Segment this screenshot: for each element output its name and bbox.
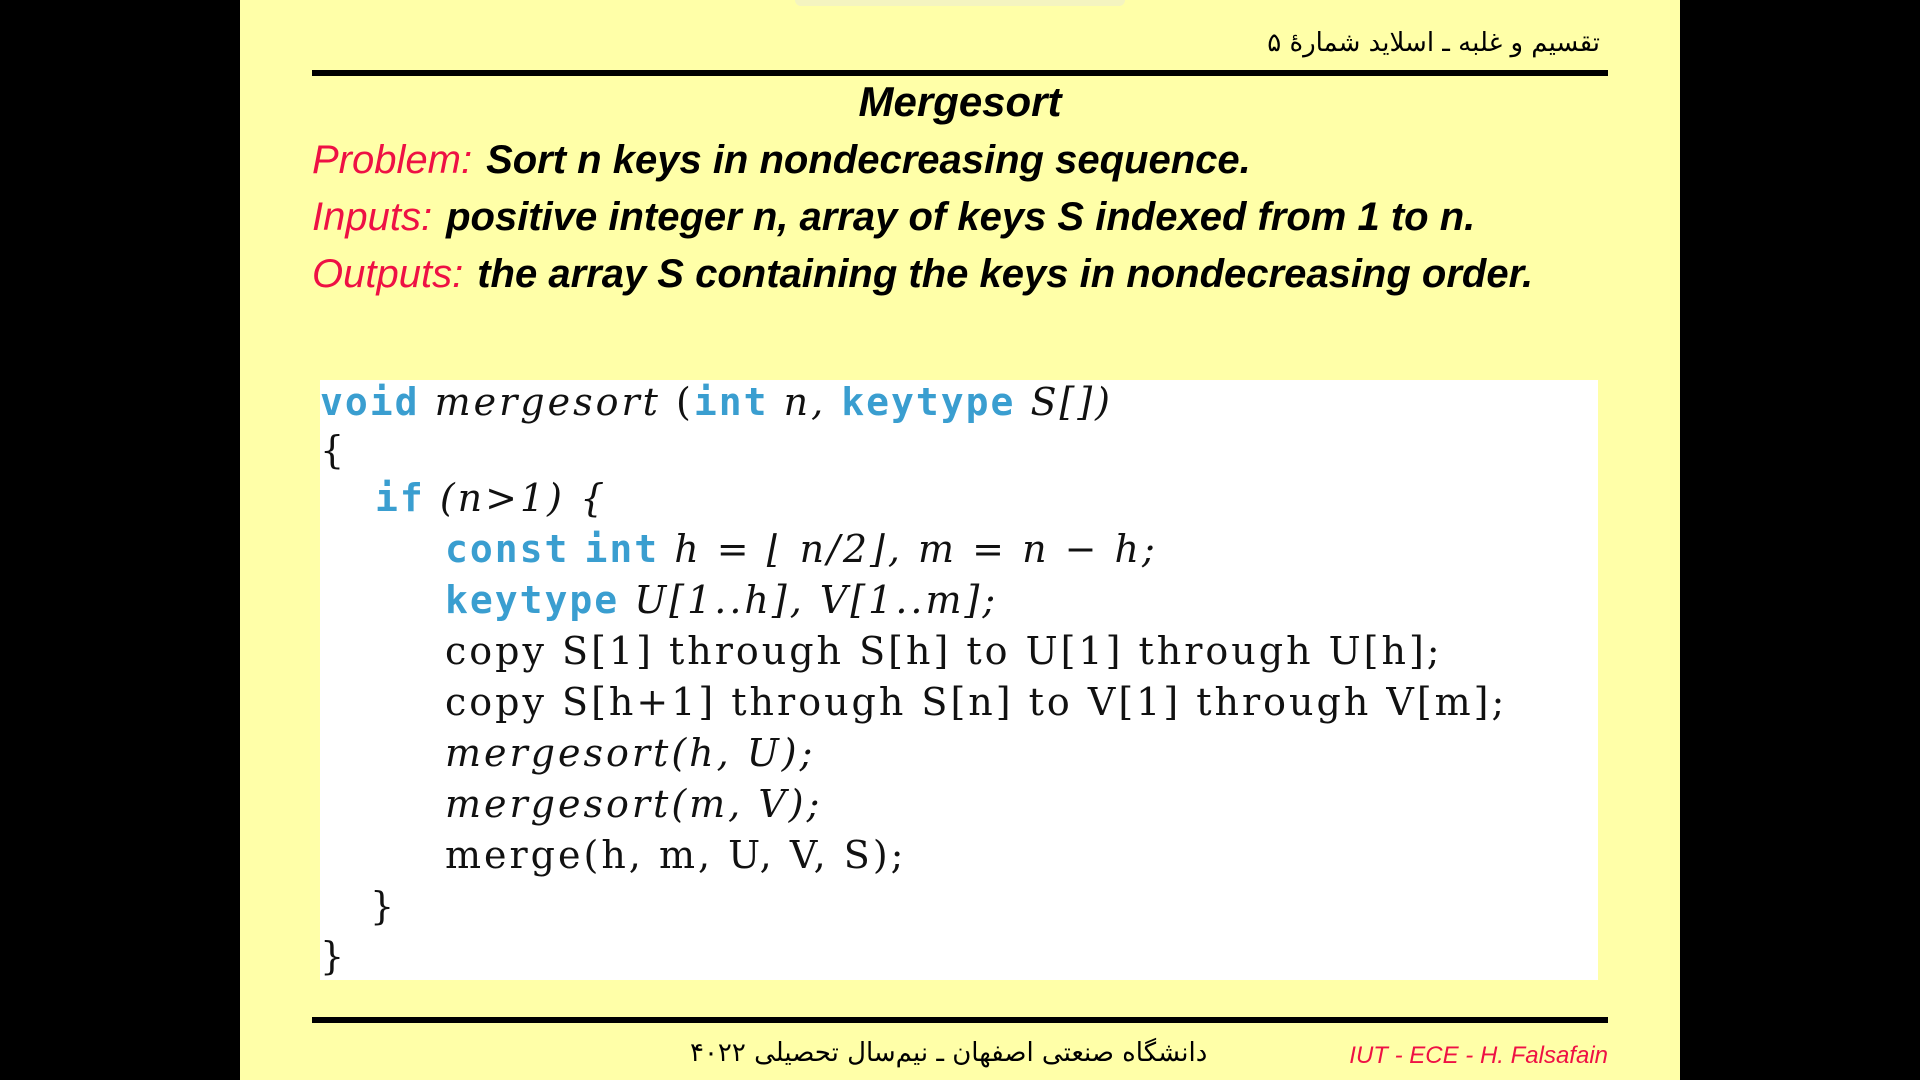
keyword-keytype: keytype — [445, 578, 620, 622]
code-line-4: const int h = ⌊ n/2⌋, m = n − h; — [445, 527, 1158, 571]
keyword-const: const — [445, 527, 570, 571]
code-line-1: void mergesort (int n, keytype S[]) — [320, 380, 1113, 424]
keyword-void: void — [320, 380, 420, 424]
slide: تقسیم و غلبه ـ اسلاید شمارهٔ ۵ Mergesort… — [240, 0, 1680, 1080]
footer-university: دانشگاه صنعتی اصفهان ـ نیم‌سال تحصیلی ۴۰… — [690, 1038, 1208, 1068]
code-line-3: if (n>1) { — [375, 476, 607, 520]
top-decoration — [795, 0, 1125, 6]
outputs-label: Outputs: — [312, 252, 464, 296]
code-line-6: copy S[1] through S[h] to U[1] through U… — [445, 629, 1443, 673]
code-line-9: mergesort(m, V); — [445, 782, 823, 826]
inputs-text: positive integer n, array of keys S inde… — [446, 195, 1476, 239]
slide-title: Mergesort — [858, 78, 1062, 125]
if-condition: (n>1) { — [439, 476, 608, 520]
keyword-int: int — [693, 380, 769, 424]
code-line-8: mergesort(h, U); — [445, 731, 816, 775]
array-decl: U[1..h], V[1..m]; — [634, 578, 999, 622]
param-s: S[]) — [1030, 380, 1114, 424]
inputs-label: Inputs: — [312, 195, 433, 239]
keyword-if: if — [375, 476, 425, 520]
const-decl: h = ⌊ n/2⌋, m = n − h; — [674, 527, 1158, 571]
inputs-line: Inputs: positive integer n, array of keys… — [312, 189, 1632, 246]
code-line-2: { — [320, 428, 348, 472]
problem-spec: Problem: Sort n keys in nondecreasing seq… — [312, 132, 1632, 303]
code-line-11: } — [370, 884, 398, 928]
code-line-5: keytype U[1..h], V[1..m]; — [445, 578, 998, 622]
code-line-7: copy S[h+1] through S[n] to V[1] through… — [445, 680, 1508, 724]
slide-header: تقسیم و غلبه ـ اسلاید شمارهٔ ۵ — [1267, 28, 1600, 58]
code-line-10: merge(h, m, U, V, S); — [445, 833, 907, 877]
keyword-int: int — [584, 527, 660, 571]
footer-rule — [312, 1017, 1608, 1023]
problem-text: Sort n keys in nondecreasing sequence. — [486, 138, 1251, 182]
param-n: n, — [783, 380, 827, 424]
footer-credit: IUT - ECE - H. Falsafain — [1349, 1042, 1608, 1069]
problem-line: Problem: Sort n keys in nondecreasing seq… — [312, 132, 1632, 189]
problem-label: Problem: — [312, 138, 473, 182]
header-rule — [312, 70, 1608, 76]
code-line-12: } — [320, 934, 348, 978]
code-block: void mergesort (int n, keytype S[]) { if… — [320, 380, 1598, 980]
function-name: mergesort — [434, 380, 661, 424]
paren-open: ( — [676, 380, 694, 424]
outputs-text: the array S containing the keys in nonde… — [477, 252, 1534, 296]
outputs-line: Outputs: the array S containing the keys … — [312, 246, 1632, 303]
keyword-keytype: keytype — [841, 380, 1016, 424]
